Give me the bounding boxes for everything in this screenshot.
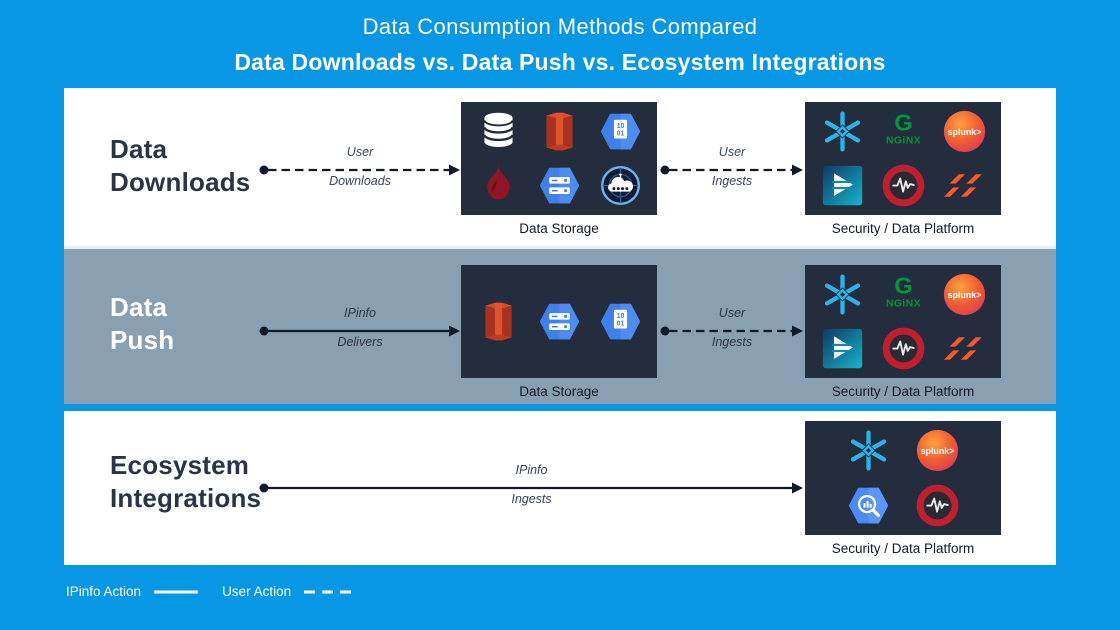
comparison-panel-top: Data Downloads User Downloads (64, 88, 1056, 404)
security-platform-caption: Security / Data Platform (831, 541, 975, 556)
nginx-icon: G NGiNX (881, 272, 926, 317)
palo-alto-icon (942, 163, 987, 208)
arrow-label-bottom: Ingests (711, 335, 753, 349)
comparison-panel-bottom: Ecosystem Integrations IPinfo Ingests (64, 411, 1056, 565)
page-title: Data Consumption Methods Compared (362, 14, 758, 39)
bigquery-icon (846, 483, 891, 528)
svg-text:G: G (894, 273, 912, 299)
splunk-icon: splunk> (915, 428, 960, 473)
arrow-label-bottom: Ingests (711, 174, 753, 188)
security-platform-box: G NGiNX splunk> (805, 102, 1001, 215)
arrow-label-top: User (718, 306, 746, 320)
aws-s3-icon (476, 299, 521, 344)
svg-text:01: 01 (616, 321, 624, 328)
snowflake-icon (820, 109, 865, 154)
security-platform-box: splunk> (805, 421, 1001, 535)
svg-text:splunk>: splunk> (921, 446, 955, 456)
gcp-data-file-icon: 10 01 (598, 299, 643, 344)
data-stream-icon (820, 163, 865, 208)
data-storage-box: 10 01 (461, 102, 657, 215)
palo-alto-icon (942, 326, 987, 371)
nginx-icon: G NGiNX (881, 109, 926, 154)
aws-s3-icon (537, 109, 582, 154)
security-platform-box: G NGiNX splunk> (805, 265, 1001, 378)
row-ecosystem-integrations: Ecosystem Integrations IPinfo Ingests (64, 411, 1056, 565)
google-cloud-storage-icon (537, 299, 582, 344)
svg-text:NGiNX: NGiNX (886, 136, 921, 147)
data-storage-caption: Data Storage (519, 384, 599, 399)
legend-dashed-line (304, 590, 353, 593)
pulse-ring-icon (881, 326, 926, 371)
arrow-label-bottom: Ingests (511, 492, 552, 506)
arrow-ipinfo-delivers (259, 325, 460, 337)
legend: IPinfo Action User Action (66, 584, 353, 599)
row-data-downloads: Data Downloads User Downloads (64, 88, 1056, 246)
backblaze-flame-icon (476, 163, 521, 208)
arrow-user-ingests (660, 325, 803, 337)
page-subtitle: Data Downloads vs. Data Push vs. Ecosyst… (234, 49, 886, 75)
arrow-ipinfo-ingests (259, 482, 803, 494)
arrow-label-top: User (346, 145, 374, 159)
svg-text:splunk>: splunk> (947, 127, 981, 137)
arrow-label-top: IPinfo (515, 463, 548, 477)
data-storage-caption: Data Storage (519, 221, 599, 236)
cloud-backup-icon (598, 163, 643, 208)
legend-user-action-label: User Action (222, 584, 292, 599)
arrow-user-ingests (660, 164, 803, 176)
svg-text:01: 01 (616, 131, 624, 138)
legend-solid-line (154, 590, 199, 593)
google-cloud-storage-icon (537, 163, 582, 208)
snowflake-icon (846, 428, 891, 473)
splunk-icon: splunk> (942, 272, 987, 317)
arrow-label-bottom: Downloads (329, 174, 391, 188)
svg-text:NGiNX: NGiNX (886, 299, 921, 310)
database-icon (476, 109, 521, 154)
data-stream-icon (820, 326, 865, 371)
pulse-ring-icon (881, 163, 926, 208)
row-heading-ecosystem-integrations: Ecosystem Integrations (110, 450, 262, 513)
gcp-data-file-icon: 10 01 (598, 109, 643, 154)
pulse-ring-icon (915, 483, 960, 528)
row-heading-data-downloads: Data Downloads (110, 134, 251, 197)
row-heading-data-push: Data Push (110, 292, 175, 355)
data-storage-box: 10 01 (461, 265, 657, 378)
svg-text:splunk>: splunk> (947, 290, 981, 300)
arrow-label-bottom: Delivers (337, 335, 383, 349)
security-platform-caption: Security / Data Platform (831, 384, 975, 399)
svg-text:G: G (894, 110, 912, 136)
svg-text:10: 10 (616, 313, 624, 320)
legend-ipinfo-action-label: IPinfo Action (66, 584, 142, 599)
security-platform-caption: Security / Data Platform (831, 221, 975, 236)
row-data-push: Data Push IPinfo Delivers (64, 246, 1056, 404)
snowflake-icon (820, 272, 865, 317)
arrow-label-top: IPinfo (344, 306, 376, 320)
arrow-user-downloads (259, 164, 460, 176)
splunk-icon: splunk> (942, 109, 987, 154)
arrow-label-top: User (718, 145, 746, 159)
svg-text:10: 10 (616, 123, 624, 130)
